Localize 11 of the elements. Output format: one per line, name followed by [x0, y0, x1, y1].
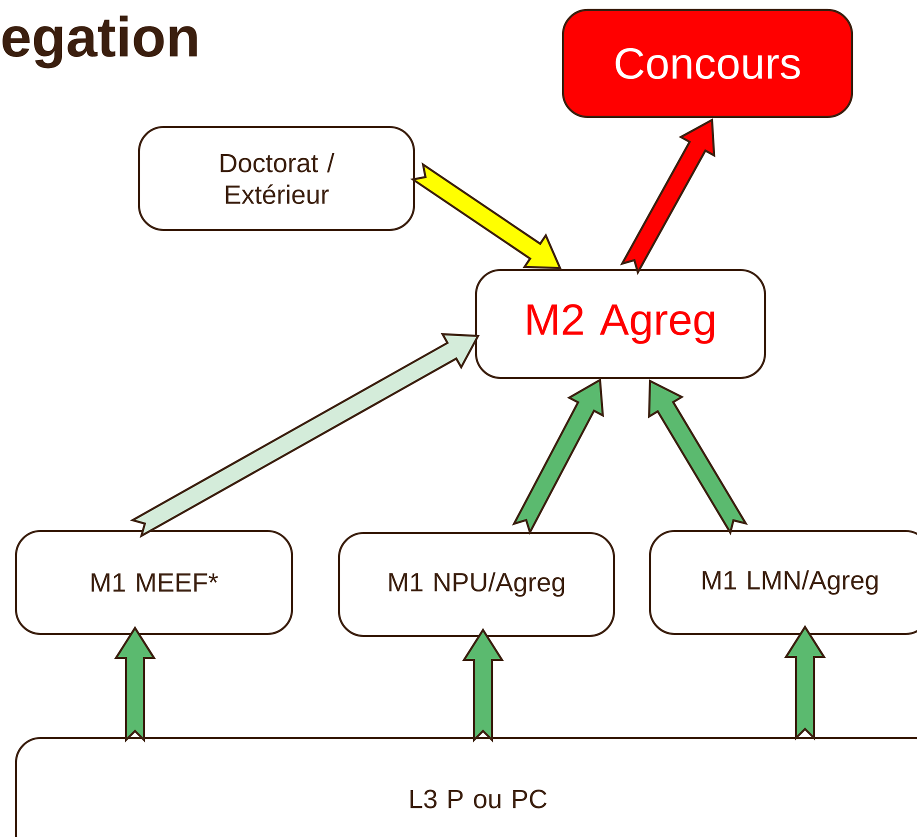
block-arrow: [462, 628, 504, 743]
process-box: L3 P ou PC: [14, 736, 917, 837]
block-arrow: [784, 625, 826, 741]
process-box: M1 MEEF*: [14, 530, 294, 636]
process-box: M1 NPU/Agreg: [338, 532, 616, 638]
block-arrow: [114, 626, 156, 743]
process-box: M1 LMN/Agreg: [648, 530, 917, 636]
process-box: M2 Agreg: [474, 268, 766, 380]
highlight-box: Concours: [562, 8, 854, 118]
slide-title: egation: [2, 16, 197, 68]
process-box: Doctorat / Extérieur: [138, 126, 416, 232]
